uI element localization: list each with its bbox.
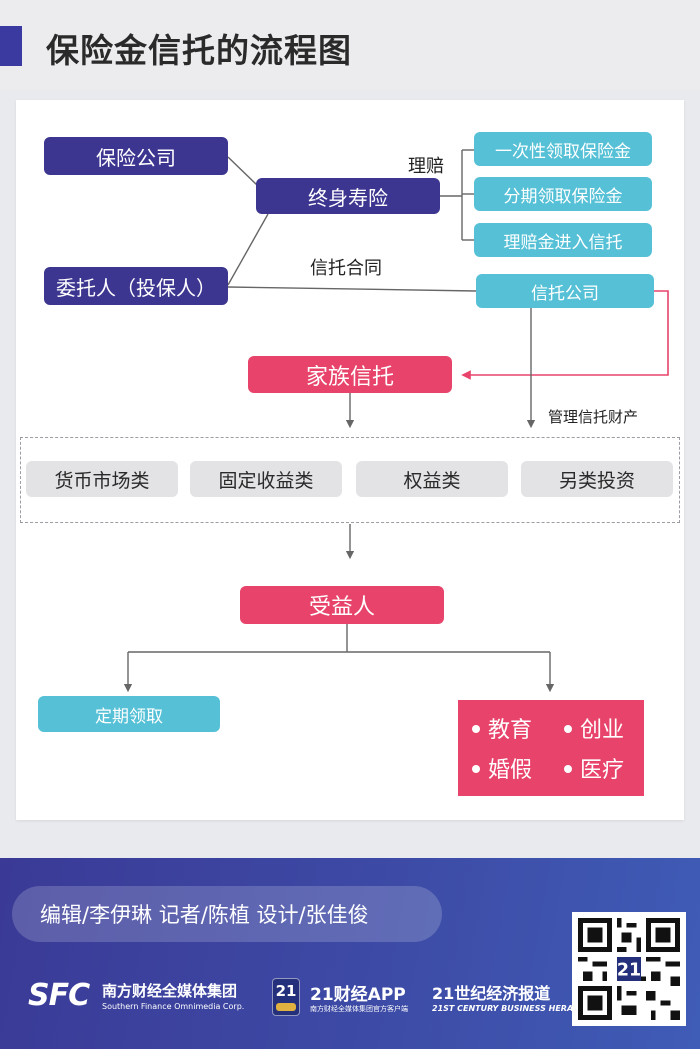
trust-contract-label: 信托合同: [310, 258, 382, 279]
payout-into-trust-node: 理赔金进入信托: [474, 223, 652, 257]
benefit-item: 婚假: [472, 752, 532, 784]
page-title: 保险金信托的流程图: [46, 31, 352, 70]
line-trust-contract: [227, 286, 477, 292]
benefit-item: 教育: [472, 712, 532, 744]
header: 保险金信托的流程图: [0, 0, 700, 90]
periodic-collection-node: 定期领取: [38, 696, 220, 732]
group-name-en: Southern Finance Omnimedia Corp.: [102, 1002, 245, 1011]
manage-assets-label: 管理信托财产: [548, 408, 639, 426]
benefit-uses-box: 教育 创业 婚假 医疗: [458, 700, 644, 796]
asset-fixed-income: 固定收益类: [190, 461, 342, 497]
badge-stripe: [276, 1003, 296, 1011]
asset-alternative: 另类投资: [521, 461, 673, 497]
pink-arrow-to-family-trust: [461, 290, 669, 380]
asset-equity: 权益类: [356, 461, 508, 497]
payout-lump-sum-node: 一次性领取保险金: [474, 132, 652, 166]
credits-pill: 编辑/李伊琳 记者/陈植 设计/张佳俊: [12, 886, 442, 942]
trust-company-node: 信托公司: [476, 274, 654, 308]
app-tagline: 南方财经全媒体集团官方客户端: [310, 1005, 408, 1013]
family-trust-node: 家族信托: [248, 356, 452, 393]
qr-code-icon: 21: [578, 918, 680, 1020]
bullet-icon: [472, 765, 480, 773]
settlor-node: 委托人（投保人）: [44, 267, 228, 305]
paper-name-en: 21ST CENTURY BUSINESS HERALD: [432, 1004, 585, 1013]
header-accent-bar: [0, 26, 22, 66]
app-name: 21财经APP: [310, 985, 406, 1005]
group-name-cn: 南方财经全媒体集团: [102, 982, 238, 1000]
asset-money-market: 货币市场类: [26, 461, 178, 497]
bullet-icon: [472, 725, 480, 733]
life-insurance-node: 终身寿险: [256, 178, 440, 214]
benefit-item: 创业: [564, 712, 624, 744]
payout-installment-node: 分期领取保险金: [474, 177, 652, 211]
svg-text:21: 21: [617, 960, 641, 980]
line-insurer-to-policy: [227, 156, 259, 187]
claim-label: 理赔: [408, 156, 444, 177]
paper-name: 21世纪经济报道: [432, 984, 551, 1003]
bullet-icon: [564, 725, 572, 733]
app-badge-icon: 21: [272, 978, 300, 1016]
qr-code[interactable]: 21: [572, 912, 686, 1026]
connector-lines: [123, 149, 669, 693]
bullet-icon: [564, 765, 572, 773]
sfc-logo: SFC: [28, 978, 90, 1013]
beneficiary-node: 受益人: [240, 586, 444, 624]
line-settlor-to-policy: [227, 213, 269, 286]
benefit-item: 医疗: [564, 752, 624, 784]
insurer-node: 保险公司: [44, 137, 228, 175]
asset-classes-group: [20, 437, 680, 523]
footer: 编辑/李伊琳 记者/陈植 设计/张佳俊 SFC 南方财经全媒体集团 Southe…: [0, 858, 700, 1049]
publisher-logos: SFC 南方财经全媒体集团 Southern Finance Omnimedia…: [0, 968, 585, 1028]
